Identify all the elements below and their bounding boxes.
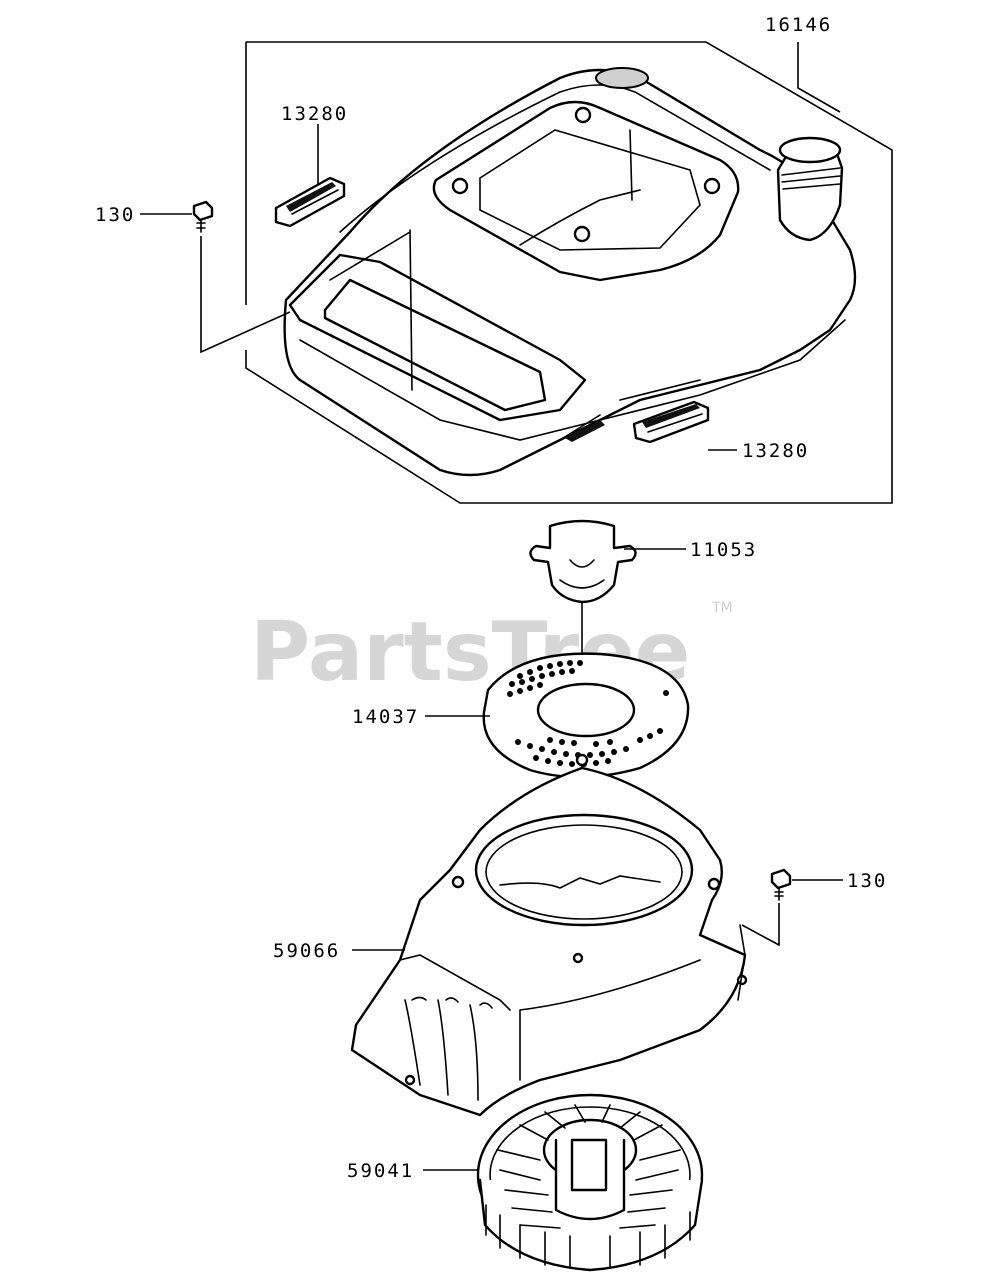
callout-cover[interactable]: 16146 bbox=[765, 14, 832, 36]
damper-bottom[interactable] bbox=[632, 400, 710, 444]
callout-damper-bottom[interactable]: 13280 bbox=[742, 440, 809, 462]
fan-blades bbox=[497, 1104, 681, 1229]
callout-damper-top[interactable]: 13280 bbox=[281, 103, 348, 125]
assembly-group-box bbox=[245, 41, 893, 504]
watermark-trademark: TM bbox=[711, 600, 733, 616]
bolt-lower[interactable] bbox=[770, 868, 792, 901]
guide[interactable] bbox=[529, 519, 637, 604]
screen[interactable] bbox=[482, 652, 690, 779]
bolt-top[interactable] bbox=[192, 200, 214, 233]
damper-top[interactable] bbox=[274, 176, 346, 228]
callout-bolt-lower[interactable]: 130 bbox=[847, 870, 887, 892]
bolt-top-leader bbox=[200, 236, 291, 354]
bolt-lower-leader bbox=[741, 903, 780, 947]
screen-holes bbox=[507, 660, 669, 767]
fan-housing[interactable] bbox=[350, 753, 748, 1117]
callout-guide[interactable]: 11053 bbox=[690, 539, 757, 561]
callout-screen[interactable]: 14037 bbox=[352, 706, 419, 728]
flywheel-fan[interactable] bbox=[476, 1093, 704, 1272]
callout-flywheel-fan[interactable]: 59041 bbox=[347, 1160, 414, 1182]
cover-leader bbox=[797, 42, 841, 113]
callout-bolt-top[interactable]: 130 bbox=[95, 204, 135, 226]
engine-cover[interactable] bbox=[283, 67, 857, 477]
callout-fan-housing[interactable]: 59066 bbox=[273, 940, 340, 962]
